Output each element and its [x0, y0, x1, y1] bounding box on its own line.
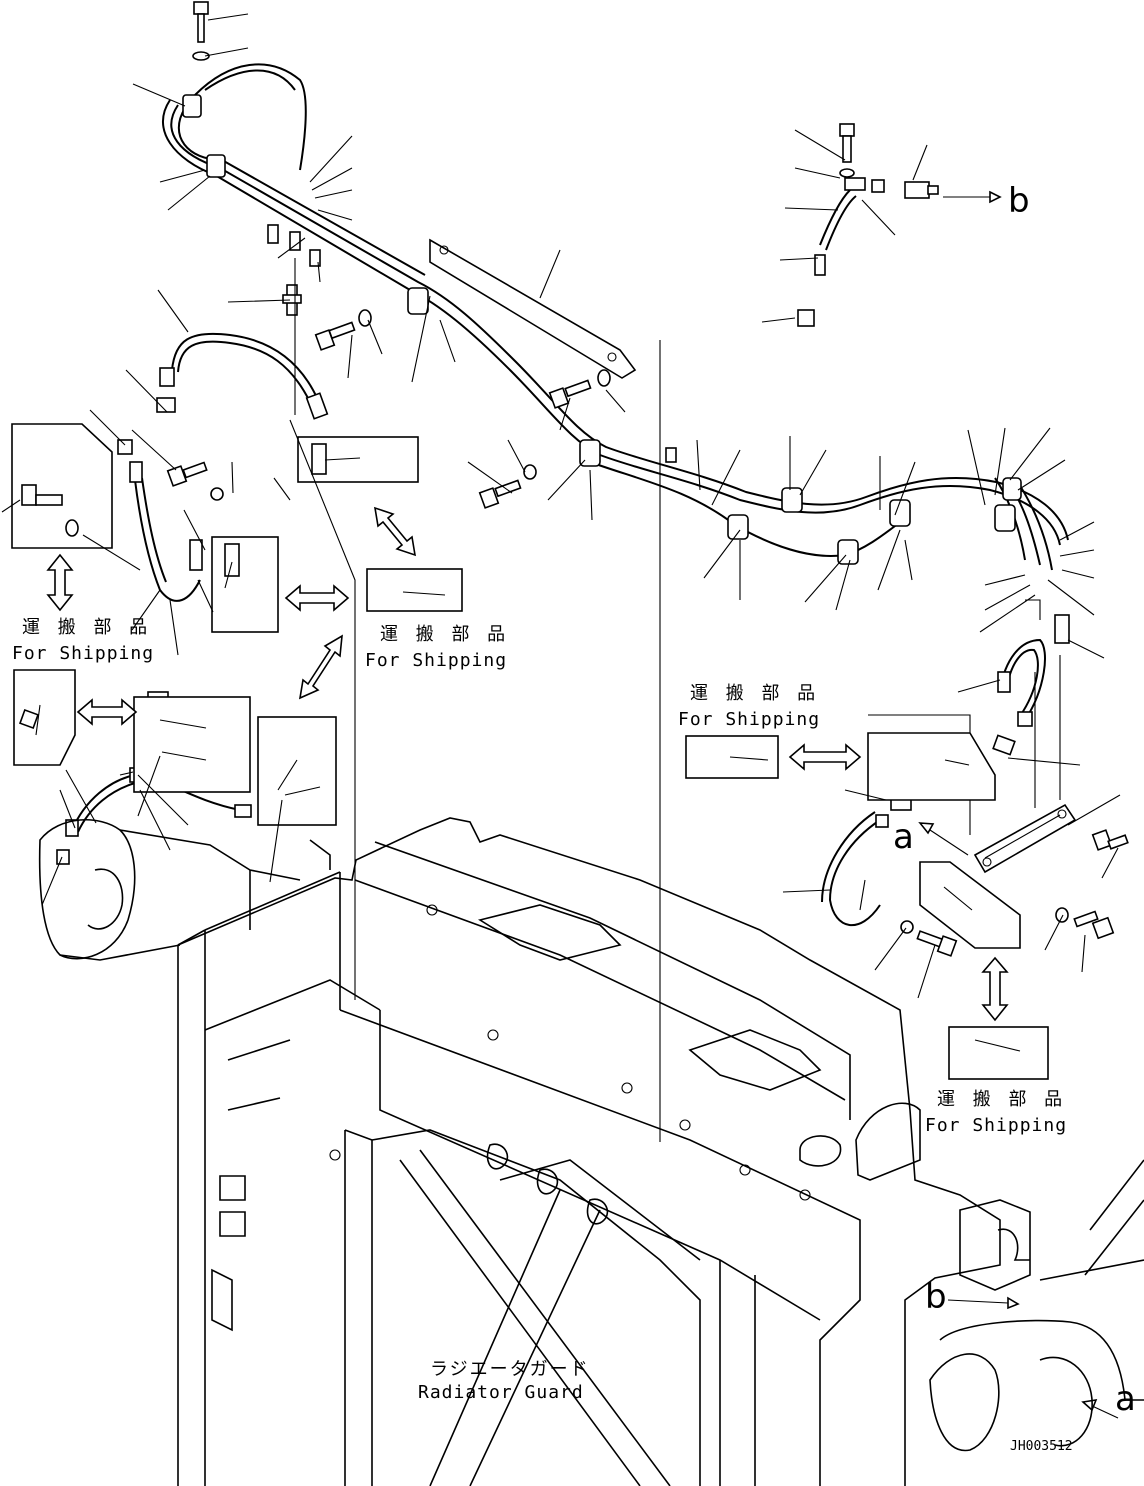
shipping-boxes — [11, 423, 1049, 1080]
top-bolt — [192, 1, 210, 61]
bolts — [166, 123, 1129, 957]
double-arrows — [46, 506, 1009, 1022]
svg-text:運 搬 部 品: 運 搬 部 品 — [937, 1089, 1068, 1110]
svg-text:For Shipping: For Shipping — [365, 650, 507, 671]
svg-text:運 搬 部 品: 運 搬 部 品 — [690, 683, 821, 704]
leader-lines — [1, 13, 1121, 1142]
shipping-label-3: 運 搬 部 品 For Shipping — [678, 683, 821, 730]
radiator-frame — [38, 817, 1144, 1486]
drawing-code: JH003512 — [1010, 1439, 1073, 1454]
svg-text:For Shipping: For Shipping — [678, 709, 820, 730]
radiator-guard-label: ラジエータガード Radiator Guard — [418, 1359, 590, 1403]
reference-arrows — [918, 190, 1119, 1419]
ref-a-bottom: a — [1115, 1379, 1136, 1419]
junction-block — [868, 599, 1077, 874]
pipe-clamps — [182, 94, 1022, 565]
ref-b-top: b — [1008, 181, 1030, 221]
svg-text:運 搬 部 品: 運 搬 部 品 — [22, 617, 153, 638]
shipping-label-1: 運 搬 部 品 For Shipping — [12, 617, 154, 664]
svg-text:ラジエータガード: ラジエータガード — [430, 1359, 590, 1380]
bracket-plate — [429, 238, 637, 379]
shipping-label-2: 運 搬 部 品 For Shipping — [365, 624, 511, 671]
ref-b-bottom: b — [925, 1277, 947, 1317]
main-pipe-route — [162, 63, 1069, 571]
svg-text:For Shipping: For Shipping — [12, 643, 154, 664]
svg-text:For Shipping: For Shipping — [925, 1115, 1067, 1136]
svg-text:運 搬 部 品: 運 搬 部 品 — [380, 624, 511, 645]
shipping-label-4: 運 搬 部 品 For Shipping — [925, 1089, 1068, 1136]
svg-text:Radiator Guard: Radiator Guard — [418, 1382, 584, 1403]
ref-a-mid: a — [893, 817, 914, 857]
